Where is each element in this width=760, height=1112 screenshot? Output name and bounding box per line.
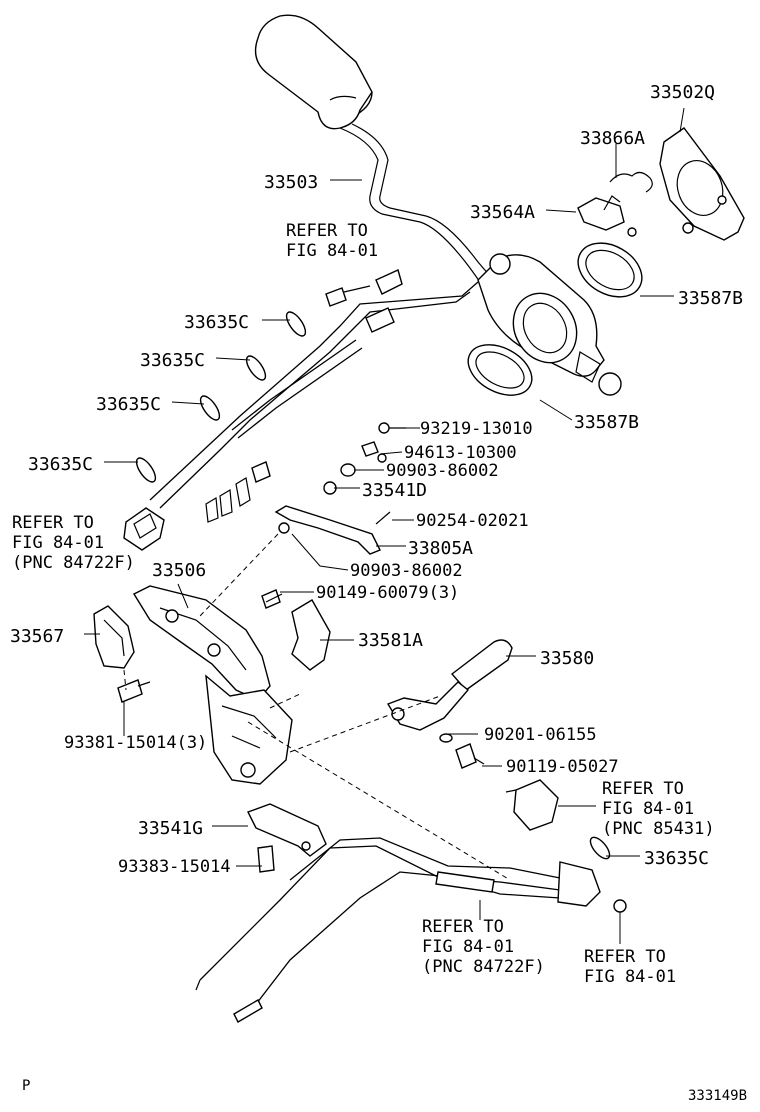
label-90903-86002-a: 90903-86002 (386, 461, 499, 481)
release-lever (386, 639, 513, 731)
label-33581a: 33581A (358, 630, 423, 651)
label-pnc-2: (PNC 84722F) (12, 553, 135, 573)
leader-lines (84, 107, 685, 944)
clip-5 (589, 836, 611, 860)
label-refer-to-4: REFER TO (422, 917, 504, 937)
label-33866a: 33866A (580, 128, 645, 149)
part-labels: 33502Q 33866A 33503 33564A REFER TO FIG … (10, 82, 743, 987)
label-refer-to-1: REFER TO (286, 221, 368, 241)
label-90903-86002-b: 90903-86002 (350, 561, 463, 581)
clip-1 (285, 311, 307, 337)
bracket-33581A (291, 599, 331, 671)
pin-90254 (375, 511, 391, 525)
label-33541g: 33541G (138, 818, 203, 839)
lower-cables (195, 837, 627, 1023)
cover (93, 605, 135, 669)
spring (609, 171, 653, 193)
label-33587b-upper: 33587B (678, 288, 743, 309)
upper-harness (149, 269, 479, 523)
label-33564a: 33564A (470, 202, 535, 223)
screw-top (325, 285, 371, 307)
label-33567: 33567 (10, 626, 64, 647)
washer-90201 (439, 733, 453, 743)
label-fig-5: FIG 84-01 (584, 967, 676, 987)
label-pnc-4: (PNC 84722F) (422, 957, 545, 977)
label-90149-60079: 90149-60079(3) (316, 583, 459, 603)
figure-code: 333149B (688, 1088, 747, 1104)
dashed-guides (123, 533, 511, 881)
bushing-upper (340, 463, 356, 477)
bolt-93381 (117, 679, 151, 703)
label-fig-2: FIG 84-01 (12, 533, 104, 553)
bracket-33541G (247, 803, 327, 857)
label-33635c-5: 33635C (644, 848, 709, 869)
label-93381-15014: 93381-15014(3) (64, 733, 207, 753)
label-33805a: 33805A (408, 538, 473, 559)
label-33587b-lower: 33587B (574, 412, 639, 433)
label-33503: 33503 (264, 172, 318, 193)
lock-lever (274, 505, 381, 555)
label-refer-to-5: REFER TO (584, 947, 666, 967)
bolt-93383 (257, 845, 275, 873)
label-refer-to-3: REFER TO (602, 779, 684, 799)
main-bracket (133, 585, 293, 785)
shift-lever-rod (339, 123, 491, 283)
label-refer-to-2: REFER TO (12, 513, 94, 533)
label-fig-1: FIG 84-01 (286, 241, 378, 261)
lever-housing (477, 253, 622, 396)
nut-94613 (361, 441, 387, 463)
label-33506: 33506 (152, 560, 206, 581)
ring-upper (577, 242, 643, 298)
label-93219-13010: 93219-13010 (420, 419, 533, 439)
label-94613-10300: 94613-10300 (404, 443, 517, 463)
label-fig-4: FIG 84-01 (422, 937, 514, 957)
clip-4 (135, 457, 157, 483)
harness-connector (123, 507, 165, 551)
page-mark: P (22, 1078, 30, 1094)
label-90119-05027: 90119-05027 (506, 757, 619, 777)
label-33635c-3: 33635C (96, 394, 161, 415)
label-90201-06155: 90201-06155 (484, 725, 597, 745)
switch (577, 195, 637, 237)
label-33502q: 33502Q (650, 82, 715, 103)
indicator-plate (659, 127, 745, 241)
label-33635c-1: 33635C (184, 312, 249, 333)
switch-connector (505, 779, 559, 831)
bolt-90119 (455, 743, 485, 769)
label-33635c-4: 33635C (28, 454, 93, 475)
shift-lever-knob (254, 14, 373, 130)
label-33635c-2: 33635C (140, 350, 205, 371)
clip-2 (245, 355, 267, 381)
label-33541d: 33541D (362, 480, 427, 501)
ring-lower (467, 344, 533, 396)
label-90254-02021: 90254-02021 (416, 511, 529, 531)
label-fig-3: FIG 84-01 (602, 799, 694, 819)
label-pnc-3: (PNC 85431) (602, 819, 715, 839)
clip-3 (199, 395, 221, 421)
label-33580: 33580 (540, 648, 594, 669)
label-93383-15014: 93383-15014 (118, 857, 231, 877)
bolt-90149 (261, 589, 283, 609)
